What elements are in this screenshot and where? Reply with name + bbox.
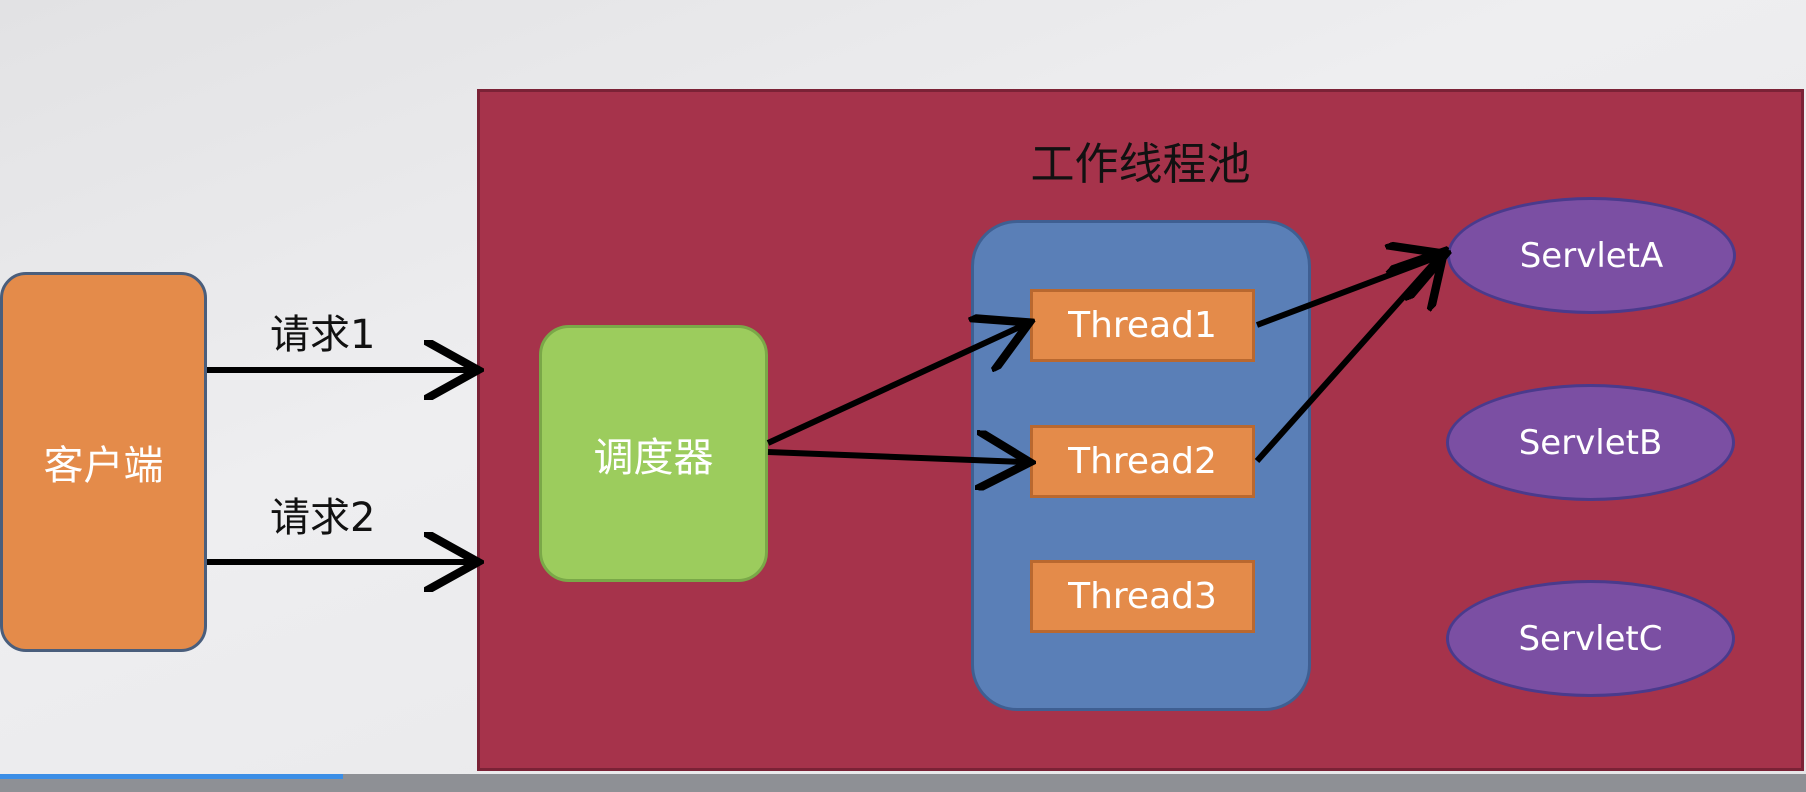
thread-1-box: Thread1: [1030, 289, 1255, 362]
scheduler-box: 调度器: [539, 325, 768, 582]
servlet-c-ellipse: ServletC: [1446, 580, 1735, 697]
thread-3-label: Thread3: [1068, 576, 1217, 617]
thread-2-box: Thread2: [1030, 425, 1255, 498]
pool-title: 工作线程池: [1030, 139, 1251, 190]
thread-3-box: Thread3: [1030, 560, 1255, 633]
video-progress-fill: [0, 774, 344, 779]
servlet-b-ellipse: ServletB: [1446, 384, 1735, 501]
servlet-a-label: ServletA: [1519, 235, 1664, 276]
servlet-c-label: ServletC: [1518, 618, 1663, 659]
thread-2-label: Thread2: [1068, 441, 1217, 482]
thread-1-label: Thread1: [1068, 305, 1217, 346]
video-progress-bar[interactable]: [0, 774, 1806, 792]
client-label: 客户端: [43, 443, 164, 489]
servlet-b-label: ServletB: [1518, 422, 1663, 463]
request-2-label: 请求2: [270, 495, 376, 541]
scheduler-label: 调度器: [593, 434, 714, 481]
request-1-label: 请求1: [270, 312, 376, 358]
client-box: 客户端: [0, 272, 207, 652]
servlet-a-ellipse: ServletA: [1447, 197, 1736, 314]
